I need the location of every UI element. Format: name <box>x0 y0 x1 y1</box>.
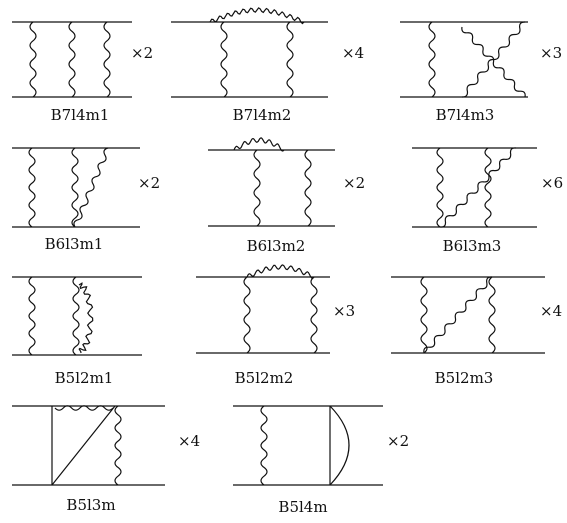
multiplicity-b7l4m3: ×3 <box>540 44 563 62</box>
photon-line-crossed <box>461 21 526 98</box>
photon-line <box>29 21 37 98</box>
photon-line-horizontal <box>54 405 114 411</box>
photon-line <box>310 276 318 354</box>
photon-line <box>488 276 496 354</box>
photon-line <box>28 147 36 228</box>
photon-line <box>484 147 492 228</box>
multiplicity-b5l3m: ×4 <box>178 432 201 450</box>
multiplicity-b5l2m2: ×3 <box>333 302 356 320</box>
multiplicity-b6l3m1: ×2 <box>138 174 161 192</box>
photon-line-diagonal <box>73 147 109 228</box>
diagram-label-b5l4m: B5l4m <box>278 498 328 516</box>
diagram-label-b6l3m3: B6l3m3 <box>442 237 502 255</box>
multiplicity-b7l4m2: ×4 <box>342 44 365 62</box>
photon-line <box>220 21 228 98</box>
photon-line <box>428 21 436 98</box>
diagram-label-b5l3m: B5l3m <box>66 496 116 514</box>
photon-line <box>68 21 76 98</box>
photon-arc <box>209 7 305 25</box>
diagram-label-b5l2m3: B5l2m3 <box>434 369 494 387</box>
multiplicity-b6l3m3: ×6 <box>541 174 564 192</box>
photon-arc <box>233 137 285 152</box>
photon-line <box>286 21 294 98</box>
photon-line-diagonal <box>439 147 517 228</box>
multiplicity-b7l4m1: ×2 <box>131 44 154 62</box>
photon-line-crossed <box>461 26 526 98</box>
photon-line <box>420 276 428 354</box>
diagram-label-b5l2m1: B5l2m1 <box>54 369 114 387</box>
diagram-label-b7l4m3: B7l4m3 <box>435 106 495 124</box>
multiplicity-b6l3m2: ×2 <box>343 174 366 192</box>
photon-line <box>71 147 79 228</box>
fermion-line-diagonal <box>51 405 116 486</box>
photon-line-diagonal <box>423 276 493 354</box>
diagram-label-b6l3m2: B6l3m2 <box>246 237 306 255</box>
photon-line <box>253 149 261 227</box>
photon-line <box>243 276 251 354</box>
photon-line <box>436 147 444 228</box>
diagram-label-b5l2m2: B5l2m2 <box>234 369 294 387</box>
diagram-label-b7l4m2: B7l4m2 <box>232 106 292 124</box>
photon-line <box>72 276 80 356</box>
multiplicity-b5l4m: ×2 <box>387 432 410 450</box>
diagram-label-b7l4m1: B7l4m1 <box>50 106 110 124</box>
photon-line <box>304 149 312 227</box>
photon-arc <box>246 264 315 279</box>
fermion-arc <box>329 405 350 486</box>
diagram-label-b6l3m1: B6l3m1 <box>44 235 104 253</box>
photon-line <box>260 405 268 486</box>
photon-loop <box>78 282 94 354</box>
multiplicity-b5l2m3: ×4 <box>540 302 563 320</box>
photon-line <box>114 405 122 486</box>
photon-line <box>28 276 36 356</box>
photon-line <box>103 21 111 98</box>
